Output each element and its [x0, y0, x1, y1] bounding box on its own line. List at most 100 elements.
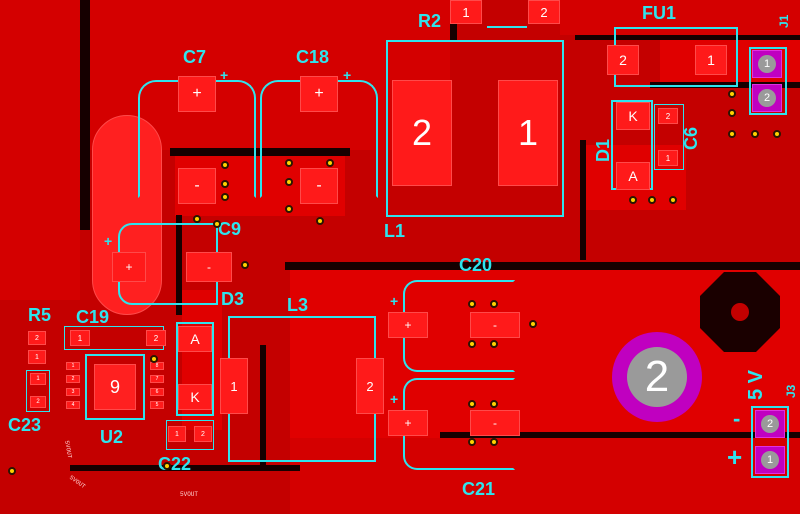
- u2-pin-3[interactable]: 3: [66, 388, 80, 396]
- c19-label: C19: [76, 307, 110, 327]
- copper-pour-left: [0, 0, 80, 300]
- c23-pad-2[interactable]: 2: [30, 396, 46, 408]
- trace-gap: [285, 262, 800, 270]
- c20-plus-pad[interactable]: +: [388, 312, 428, 338]
- u2-pin-1[interactable]: 1: [66, 362, 80, 370]
- via: [213, 220, 221, 228]
- c9-minus-pad[interactable]: -: [186, 252, 232, 282]
- trace-gap: [575, 35, 800, 40]
- u2-pin-4[interactable]: 4: [66, 401, 80, 409]
- j1-pin-2-label: 2: [758, 89, 776, 107]
- u2-thermal-pad[interactable]: 9: [94, 364, 136, 410]
- j3-outline: [751, 406, 789, 478]
- l3-pad-2[interactable]: 2: [356, 358, 384, 414]
- mounting-octagon-hole: [731, 303, 749, 321]
- r2-silk-line: [487, 26, 527, 28]
- c7-minus-pad[interactable]: -: [178, 168, 216, 204]
- d3-pad-k[interactable]: K: [178, 384, 212, 410]
- fu1-pad-1[interactable]: 1: [695, 45, 727, 75]
- via: [490, 300, 498, 308]
- via: [285, 178, 293, 186]
- trace-gap: [70, 465, 300, 471]
- via: [728, 90, 736, 98]
- u2-pin-7[interactable]: 7: [150, 375, 164, 383]
- c21-minus-pad[interactable]: -: [470, 410, 520, 436]
- via: [468, 300, 476, 308]
- via: [316, 217, 324, 225]
- c20-minus-pad[interactable]: -: [470, 312, 520, 338]
- j1-pin-1-label: 1: [758, 55, 776, 73]
- j1-pad-2[interactable]: 2: [752, 84, 782, 112]
- l1-pad-2[interactable]: 2: [392, 80, 452, 186]
- l1-label: L1: [384, 221, 406, 241]
- u2-pin-5[interactable]: 5: [150, 401, 164, 409]
- c18-plus-pad[interactable]: +: [300, 76, 338, 112]
- copper-pour-top-right: [560, 0, 800, 35]
- c9-plus-pad[interactable]: +: [112, 252, 146, 282]
- via: [468, 438, 476, 446]
- via: [773, 130, 781, 138]
- via: [490, 400, 498, 408]
- u2-label: U2: [100, 427, 124, 447]
- l3-label: L3: [287, 295, 309, 315]
- via: [728, 109, 736, 117]
- j3-voltage-label: 5 V: [745, 369, 767, 400]
- l1-outline: [386, 40, 564, 217]
- via: [8, 467, 16, 475]
- via: [629, 196, 637, 204]
- j3-pad-2[interactable]: 2: [755, 410, 785, 438]
- r5-pad-1[interactable]: 1: [28, 350, 46, 364]
- j1-pad-1[interactable]: 1: [752, 50, 782, 78]
- net-label-5vout: 5VOUT: [180, 491, 199, 498]
- j3-label: J3: [784, 384, 798, 398]
- d1-label: D1: [593, 138, 613, 162]
- c19-pad-1[interactable]: 1: [70, 330, 90, 346]
- via: [490, 438, 498, 446]
- r2-pad-2[interactable]: 2: [528, 0, 560, 24]
- l3-pad-1[interactable]: 1: [220, 358, 248, 414]
- via: [285, 205, 293, 213]
- c23-outline: [26, 370, 50, 412]
- c7-plus-mark: +: [220, 67, 229, 83]
- c18-minus-pad[interactable]: -: [300, 168, 338, 204]
- d1-pad-k[interactable]: K: [616, 102, 650, 130]
- c22-pad-2[interactable]: 2: [194, 426, 212, 442]
- l1-pad-1[interactable]: 1: [498, 80, 558, 186]
- c6-pad-1[interactable]: 1: [658, 150, 678, 166]
- via: [490, 340, 498, 348]
- u2-pin-6[interactable]: 6: [150, 388, 164, 396]
- via: [468, 340, 476, 348]
- u2-outline: [85, 354, 145, 420]
- c23-label: C23: [8, 415, 42, 435]
- d1-pad-a[interactable]: A: [616, 162, 650, 190]
- c20-plus-mark: +: [390, 293, 399, 309]
- c18-plus-mark: +: [343, 67, 352, 83]
- via: [241, 261, 249, 269]
- via: [669, 196, 677, 204]
- r5-pad-2[interactable]: 2: [28, 331, 46, 345]
- c6-pad-2[interactable]: 2: [658, 108, 678, 124]
- j3-pad-1[interactable]: 1: [755, 446, 785, 474]
- d3-outline: [176, 322, 214, 416]
- c22-outline: [166, 420, 214, 450]
- u2-pin-8[interactable]: 8: [150, 362, 164, 370]
- via: [193, 215, 201, 223]
- via: [221, 180, 229, 188]
- c21-plus-pad[interactable]: +: [388, 410, 428, 436]
- c7-label: C7: [183, 47, 207, 67]
- u2-pin-2[interactable]: 2: [66, 375, 80, 383]
- l3-outline: [228, 316, 376, 462]
- fu1-pad-2[interactable]: 2: [607, 45, 639, 75]
- d3-pad-a[interactable]: A: [178, 326, 212, 352]
- r2-pad-1[interactable]: 1: [450, 0, 482, 24]
- c19-pad-2[interactable]: 2: [146, 330, 166, 346]
- c22-pad-1[interactable]: 1: [168, 426, 186, 442]
- via: [751, 130, 759, 138]
- via: [221, 193, 229, 201]
- via: [529, 320, 537, 328]
- c23-pad-1[interactable]: 1: [30, 373, 46, 385]
- c21-plus-mark: +: [390, 391, 399, 407]
- trace-gap: [80, 0, 90, 230]
- c7-plus-pad[interactable]: +: [178, 76, 216, 112]
